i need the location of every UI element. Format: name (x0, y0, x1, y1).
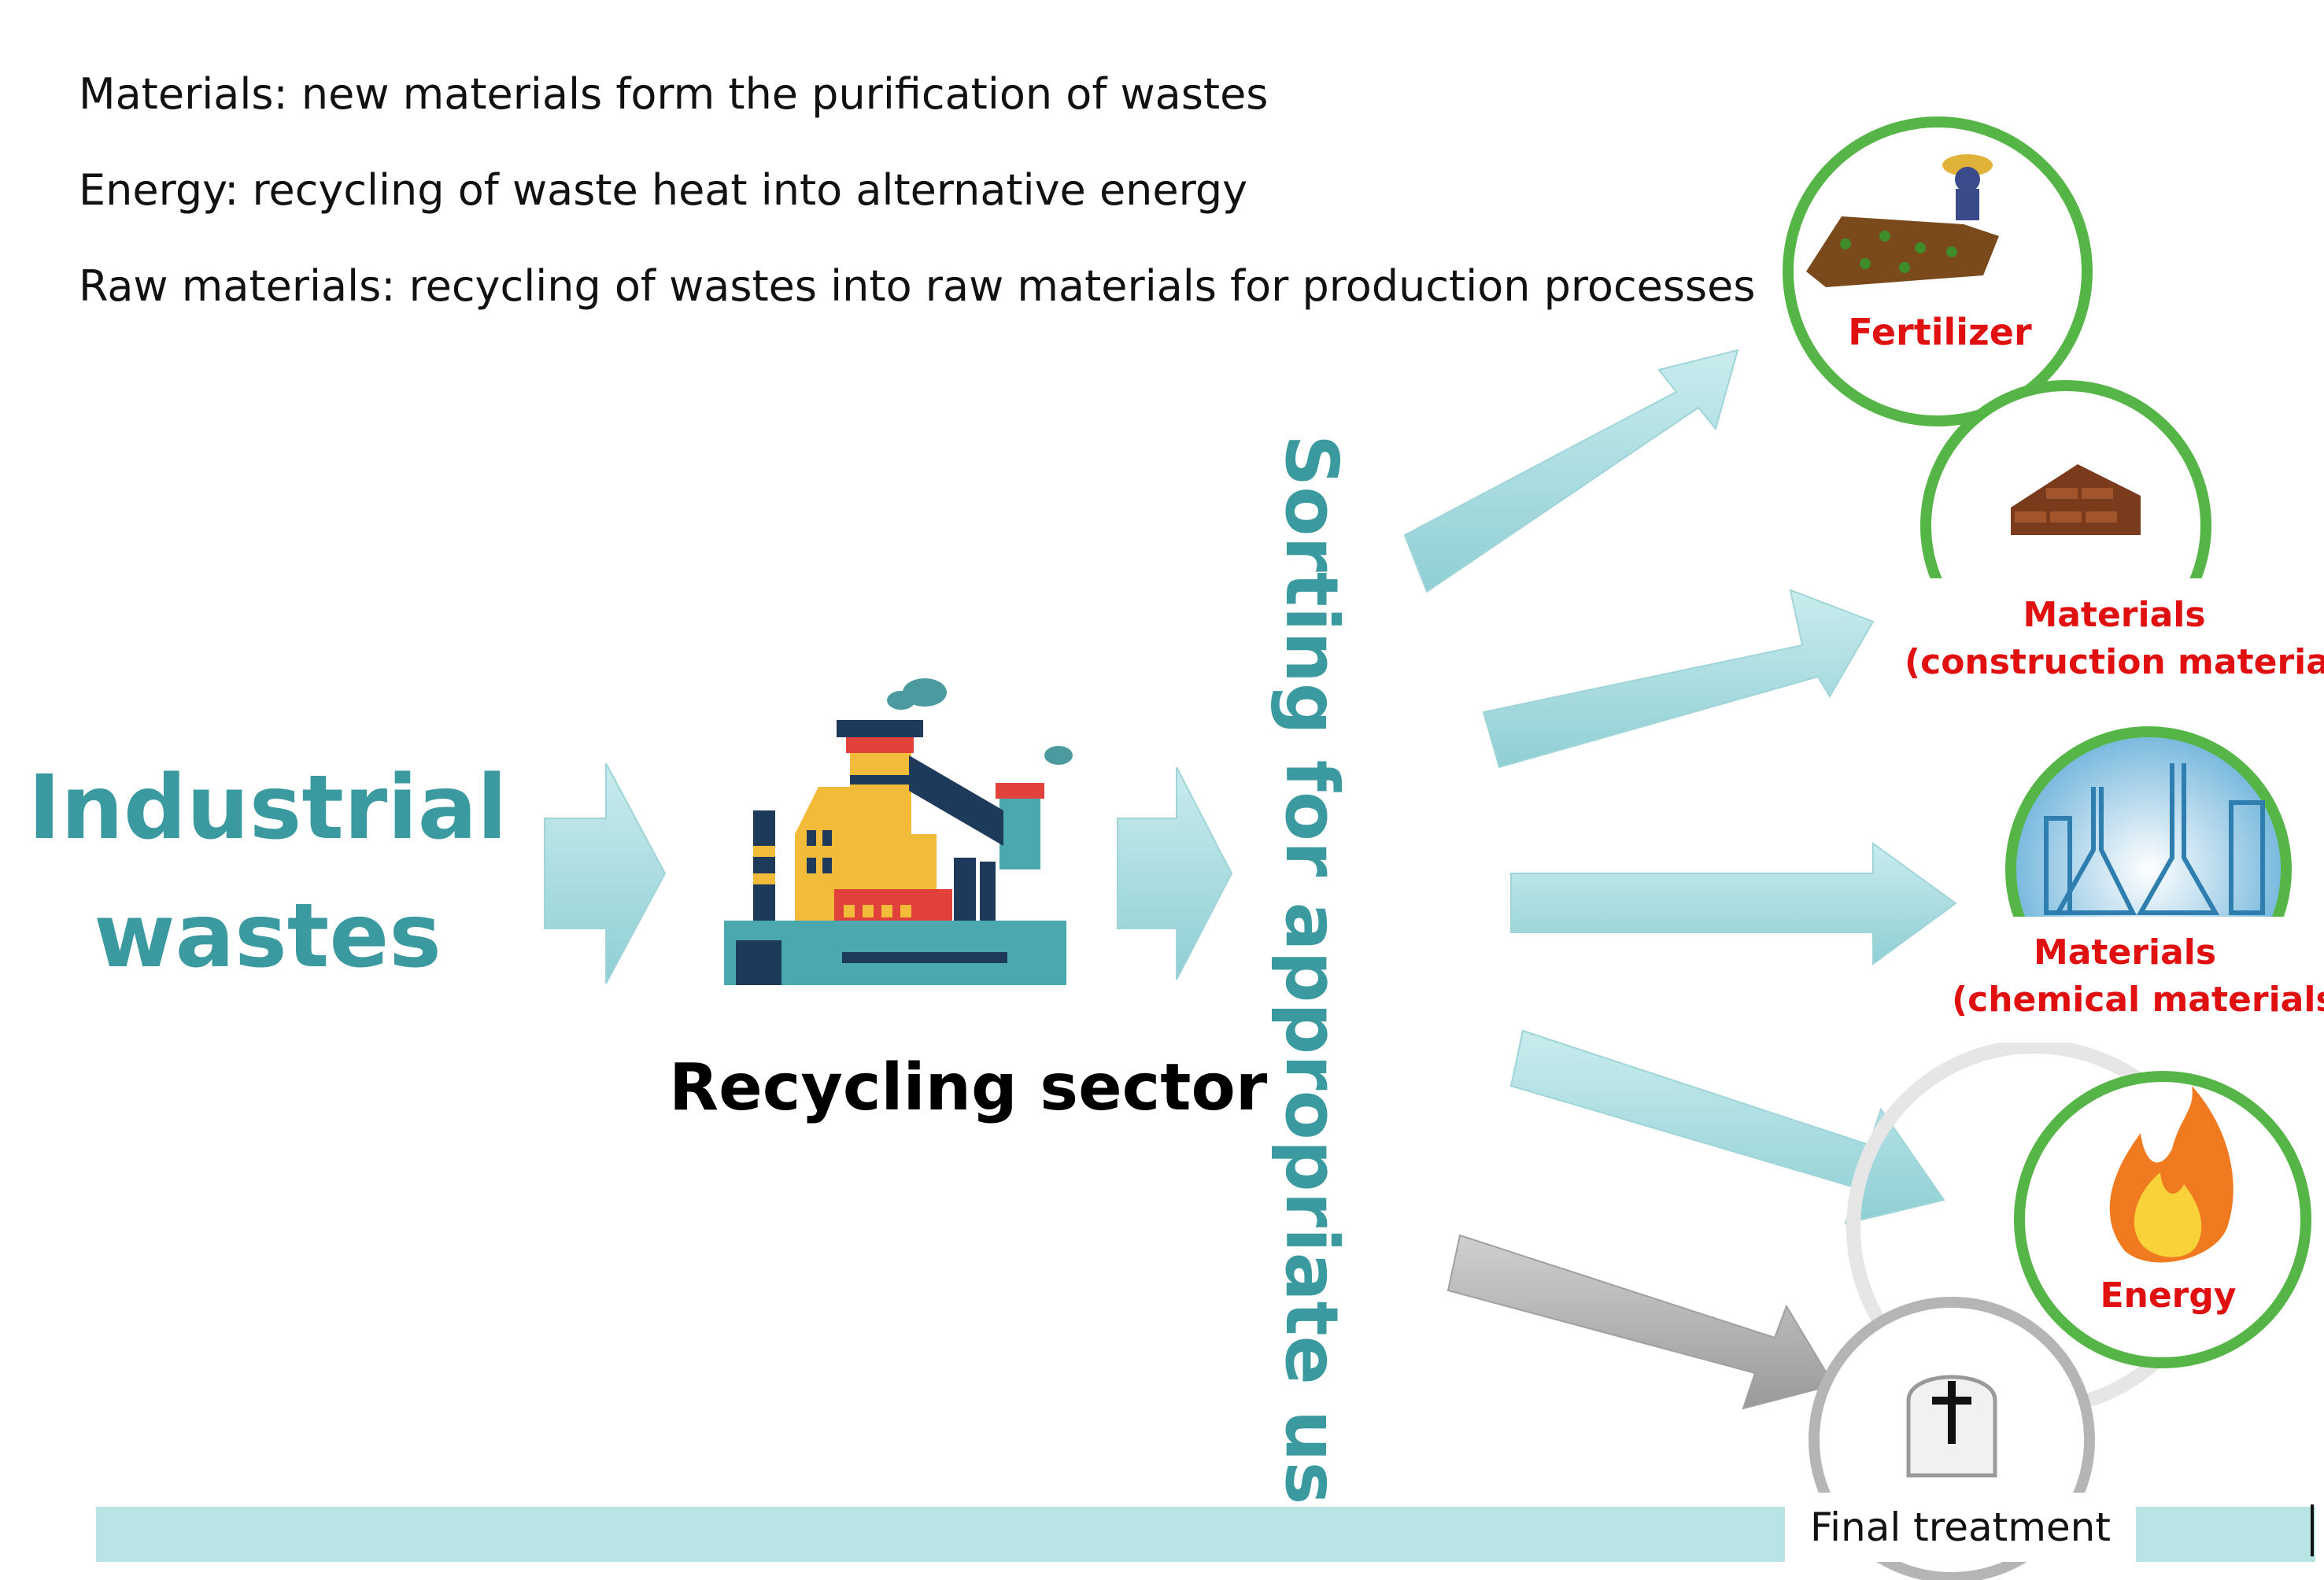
construction-label-backdrop (1905, 578, 2324, 704)
fertilizer-label: Fertilizer (1848, 311, 2032, 353)
arrow-to-final-treatment-icon (1446, 1234, 1835, 1410)
chemical-label-line1: Materials (2033, 932, 2217, 973)
construction-label-line2: (construction materials) (1905, 642, 2324, 682)
energy-label: Energy (2100, 1275, 2237, 1316)
fire-icon (2109, 1086, 2233, 1263)
chemical-label-line2: (chemical materials) (1952, 980, 2324, 1020)
legend-energy: Energy: recycling of waste heat into alt… (79, 165, 1248, 215)
legend-raw-materials: Raw materials: recycling of wastes into … (79, 261, 1756, 311)
factory-icon (724, 678, 1073, 985)
recycling-sector-label: Recycling sector (669, 1050, 1268, 1125)
arrow-to-construction-icon (1482, 589, 1875, 769)
chemical-label-backdrop (1952, 917, 2324, 1043)
industrial-title-line1: Industrial (28, 757, 507, 859)
final-treatment-label: Final treatment (1785, 1493, 2136, 1562)
industrial-title-line2: wastes (94, 885, 442, 988)
farmer-icon (1942, 154, 1993, 220)
chevron-arrow-icon (1117, 766, 1233, 980)
energy-node (2014, 1071, 2311, 1368)
industrial-wastes-title: Industrial wastes (28, 757, 507, 988)
tombstone-icon (1906, 1375, 1997, 1478)
arrow-to-fertilizer-icon (1403, 349, 1739, 593)
chevron-arrow-icon (544, 762, 667, 984)
lab-glassware-icon (2044, 763, 2265, 915)
bricks-icon (2011, 464, 2141, 535)
arrow-to-chemical-icon (1510, 842, 1957, 965)
construction-label-line1: Materials (2023, 595, 2206, 635)
bar-end-marker (2311, 1504, 2314, 1556)
soil-field-icon (1806, 216, 1999, 287)
fertilizer-node (1783, 116, 2093, 426)
legend-materials: Materials: new materials form the purifi… (79, 69, 1269, 119)
sorting-label: Sorting for appropriate use (1269, 434, 1354, 1554)
